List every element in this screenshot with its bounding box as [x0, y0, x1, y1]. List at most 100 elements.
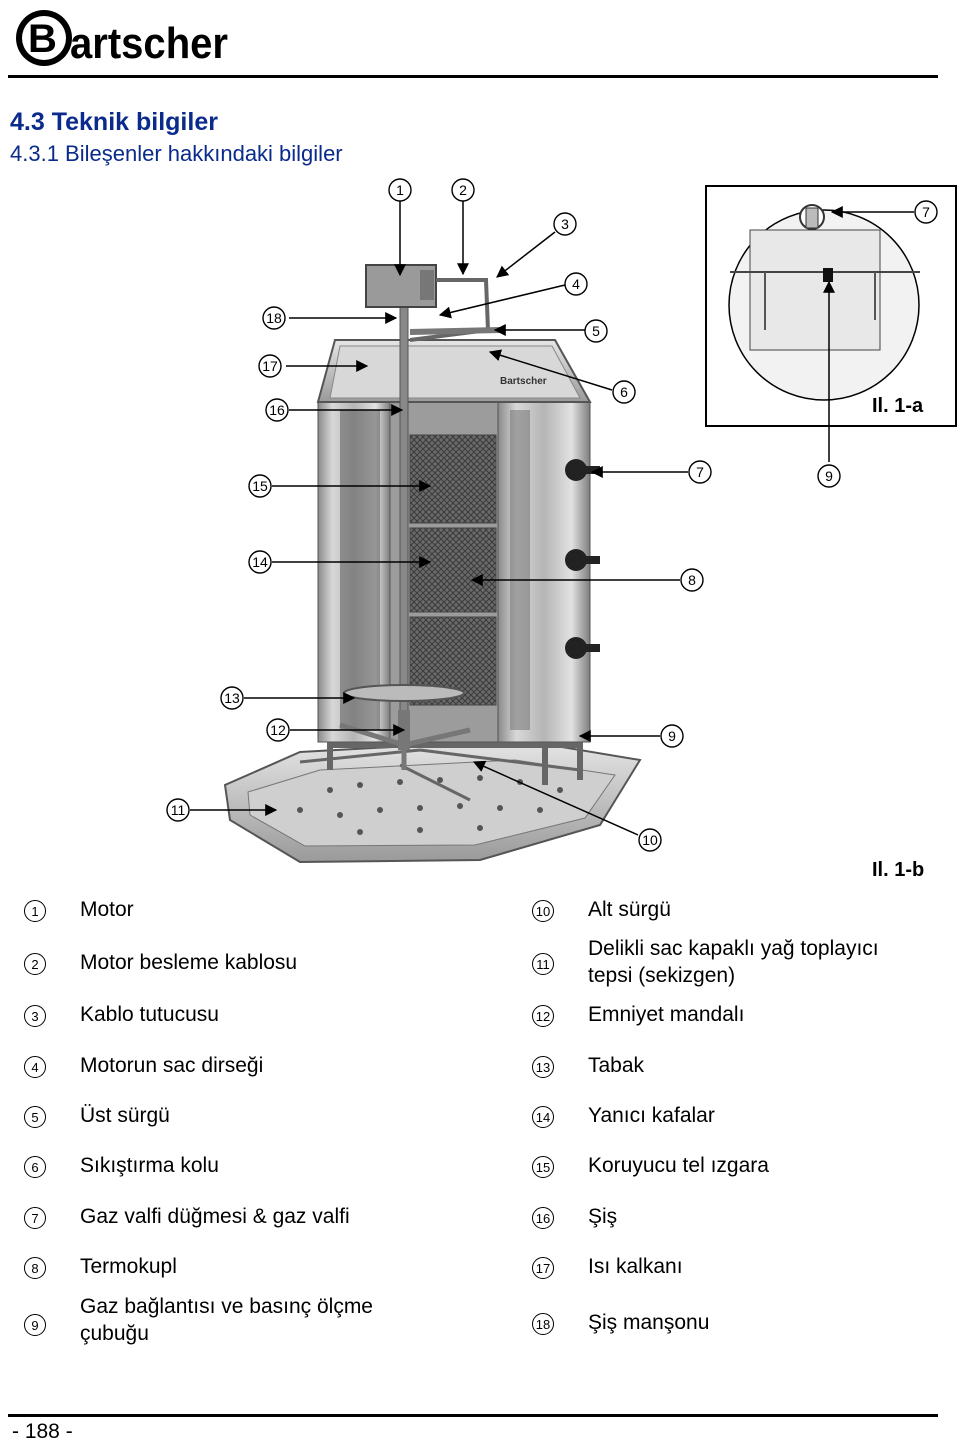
legend-item-3: 3 Kablo tutucusu: [24, 1003, 219, 1027]
svg-text:17: 17: [262, 358, 278, 374]
svg-text:9: 9: [825, 468, 833, 484]
legend-item-7: 7 Gaz valfi düğmesi & gaz valfi: [24, 1205, 350, 1229]
callout-18: 18: [262, 306, 286, 330]
legend-number: 1: [24, 900, 46, 922]
legend-item-15: 15 Koruyucu tel ızgara: [532, 1154, 769, 1178]
legend-label: Tabak: [588, 1054, 645, 1077]
device-brand-label: Bartscher: [500, 376, 547, 387]
legend-number: 15: [532, 1156, 554, 1178]
legend-label: Motorun sac dirseği: [80, 1054, 264, 1077]
legend-number: 5: [24, 1106, 46, 1128]
footer-rule: [8, 1414, 938, 1417]
motor: [365, 264, 501, 342]
svg-text:8: 8: [688, 572, 696, 588]
header-rule: [8, 75, 938, 78]
legend-item-4: 4 Motorun sac dirseği: [24, 1054, 263, 1078]
callout-leaders: [190, 200, 688, 836]
svg-text:7: 7: [696, 464, 704, 480]
svg-text:12: 12: [270, 722, 286, 738]
legend-label: Motor besleme kablosu: [80, 951, 298, 974]
legend-label: Isı kalkanı: [588, 1255, 683, 1278]
svg-text:4: 4: [572, 276, 580, 292]
legend-item-16: 16 Şiş: [532, 1205, 617, 1229]
svg-text:6: 6: [620, 384, 628, 400]
legend-item-11: 11 Delikli sac kapaklı yağ toplayıcı tep…: [532, 937, 879, 987]
legend-number: 18: [532, 1313, 554, 1335]
legend-item-1: 1 Motor: [24, 898, 134, 922]
svg-text:1: 1: [396, 182, 404, 198]
legend-number: 8: [24, 1257, 46, 1279]
doner-grill-figure: Bartscher: [0, 170, 960, 890]
legend-item-6: 6 Sıkıştırma kolu: [24, 1154, 219, 1178]
legend-item-12: 12 Emniyet mandalı: [532, 1003, 744, 1027]
illustration-label-b: Il. 1-b: [872, 859, 924, 881]
callout-14: 14: [248, 550, 272, 574]
legend-item-8: 8 Termokupl: [24, 1255, 177, 1279]
legend-number: 14: [532, 1106, 554, 1128]
callout-4: 4: [564, 272, 588, 296]
inset-callout-7: 7: [914, 200, 938, 224]
svg-text:7: 7: [922, 204, 930, 220]
legend-label: Koruyucu tel ızgara: [588, 1154, 769, 1177]
callout-12: 12: [266, 718, 290, 742]
svg-text:2: 2: [459, 182, 467, 198]
legend-label: Şiş manşonu: [588, 1311, 710, 1334]
legend-number: 4: [24, 1056, 46, 1078]
legend-number: 17: [532, 1257, 554, 1279]
legend-label: Alt sürgü: [588, 898, 671, 921]
legend-number: 2: [24, 953, 46, 975]
callout-9: 9: [660, 724, 684, 748]
callout-8: 8: [680, 568, 704, 592]
legend-label-line2: tepsi (sekizgen): [588, 964, 736, 987]
legend-label: Delikli sac kapaklı yağ toplayıcı: [588, 937, 879, 960]
callout-5: 5: [584, 319, 608, 343]
svg-text:3: 3: [561, 216, 569, 232]
svg-text:artscher: artscher: [70, 19, 228, 68]
callout-10: 10: [638, 828, 662, 852]
legend-number: 9: [24, 1314, 46, 1336]
svg-text:5: 5: [592, 323, 600, 339]
callout-11: 11: [166, 798, 190, 822]
legend-item-9: 9 Gaz bağlantısı ve basınç ölçme çubuğu: [24, 1295, 373, 1345]
figure-callouts: 1 2 3 4 5 6 7 8 9 9 10 11 12 13 14 15 16…: [166, 178, 841, 852]
callout-13: 13: [220, 686, 244, 710]
legend-number: 10: [532, 900, 554, 922]
callout-16: 16: [265, 398, 289, 422]
legend-number: 7: [24, 1207, 46, 1229]
legend-item-18: 18 Şiş manşonu: [532, 1311, 709, 1335]
legend-label-line2: çubuğu: [80, 1322, 149, 1345]
legend-label: Emniyet mandalı: [588, 1003, 745, 1026]
legend-number: 11: [532, 953, 554, 975]
grill-body: Bartscher: [316, 339, 592, 743]
legend-number: 13: [532, 1056, 554, 1078]
gas-knobs: [565, 459, 600, 659]
callout-3: 3: [553, 212, 577, 236]
legend-label: Şiş: [588, 1205, 618, 1228]
legend-label: Gaz valfi düğmesi & gaz valfi: [80, 1205, 350, 1228]
legend-label: Kablo tutucusu: [80, 1003, 219, 1026]
callout-15: 15: [248, 474, 272, 498]
callout-6: 6: [612, 380, 636, 404]
illustration-label-a: Il. 1-a: [872, 395, 924, 417]
legend-label: Sıkıştırma kolu: [80, 1154, 219, 1177]
legend-number: 3: [24, 1005, 46, 1027]
callout-7: 7: [688, 460, 712, 484]
detail-inset: Il. 1-a 7: [705, 185, 957, 462]
legend-label: Üst sürgü: [80, 1104, 170, 1127]
legend-label: Gaz bağlantısı ve basınç ölçme: [80, 1295, 373, 1318]
svg-text:15: 15: [252, 478, 268, 494]
legend-item-2: 2 Motor besleme kablosu: [24, 951, 297, 975]
callout-2: 2: [451, 178, 475, 202]
svg-text:16: 16: [269, 402, 285, 418]
bartscher-logo: B artscher: [12, 6, 232, 70]
legend-number: 12: [532, 1005, 554, 1027]
legend-number: 16: [532, 1207, 554, 1229]
svg-text:11: 11: [171, 802, 186, 818]
legend-item-14: 14 Yanıcı kafalar: [532, 1104, 715, 1128]
legend-label: Yanıcı kafalar: [588, 1104, 715, 1127]
callout-9-top: 9: [817, 464, 841, 488]
legend-item-10: 10 Alt sürgü: [532, 898, 671, 922]
page-number: - 188 -: [12, 1420, 73, 1443]
section-heading: 4.3 Teknik bilgiler: [10, 108, 218, 136]
